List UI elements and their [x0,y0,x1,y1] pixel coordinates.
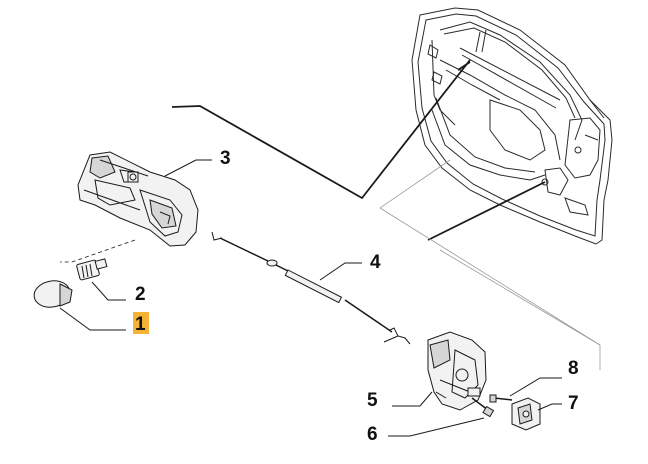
callout-1-highlight [133,312,149,334]
screw-part-2 [76,258,108,281]
callout-3: 3 [220,148,231,169]
callout-2: 2 [135,284,146,305]
cable-rod-part-4 [211,231,411,345]
bracket-part-7 [511,397,541,431]
callout-4: 4 [370,252,381,273]
door-lock-part-5 [427,331,487,411]
door-handle-housing-part-3 [77,151,199,247]
callout-6: 6 [367,424,378,445]
cap-part-1 [33,280,73,308]
callout-5: 5 [367,390,378,411]
callout-8: 8 [568,358,579,379]
car-door-illustration [411,7,613,245]
bolt-part-6 [471,397,495,418]
screw-part-8 [489,394,513,403]
connector-lines [171,59,601,370]
callout-1: 1 [135,314,146,335]
callout-7: 7 [568,393,579,414]
